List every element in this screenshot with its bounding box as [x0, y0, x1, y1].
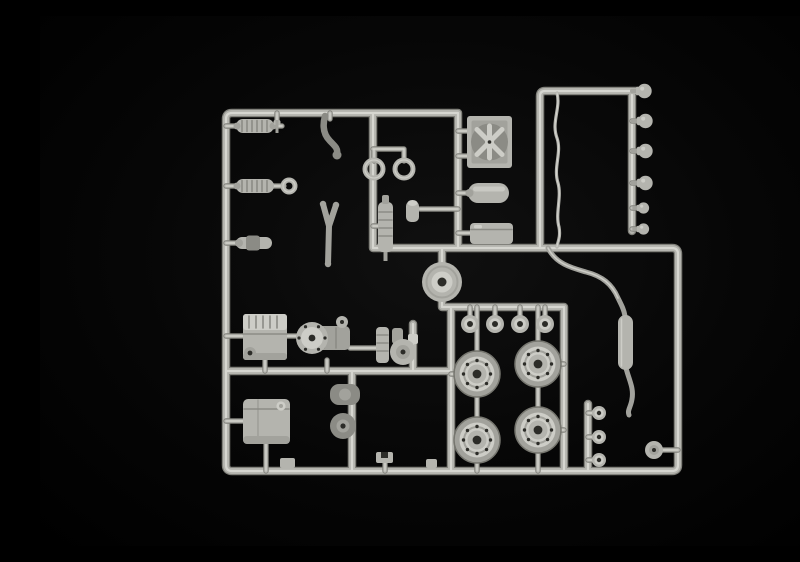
crank-lever [320, 112, 342, 160]
muffler [618, 315, 633, 370]
road-wheel-1 [453, 350, 501, 398]
axle-housing-lower [330, 413, 356, 439]
carburetor-assembly [376, 327, 418, 365]
drive-shaft [235, 235, 272, 251]
exhaust-pipe [545, 245, 635, 418]
battery-box [470, 223, 513, 244]
photo-page: { "image": { "type": "photograph", "subj… [0, 16, 800, 546]
gearbox [296, 316, 350, 354]
sprue-scene [40, 83, 800, 546]
radiator [467, 116, 512, 168]
small-pulley-3 [511, 315, 529, 333]
sprue-photo [40, 16, 800, 546]
spare-disc [645, 441, 663, 459]
hub-cap-1 [592, 406, 606, 420]
road-wheel-2 [514, 340, 562, 388]
coil-spring-middle [233, 179, 274, 193]
bracket-part-2 [376, 452, 393, 463]
hub-cap-2 [592, 430, 606, 444]
small-pulley-4 [536, 315, 554, 333]
pin-part [273, 120, 281, 133]
pulley-wheel [422, 262, 462, 302]
canister [406, 200, 419, 222]
small-pulley-1 [461, 315, 479, 333]
bracket-part-1 [280, 458, 295, 468]
fuel-line [553, 91, 562, 249]
road-wheel-3 [453, 416, 501, 464]
hub-cap-3 [592, 453, 606, 467]
oil-cooler [465, 183, 509, 203]
axle-housing-upper [330, 384, 360, 405]
coil-spring-upper [233, 119, 277, 133]
suspension-arm [319, 200, 340, 268]
fuel-tank [243, 399, 290, 444]
eye-ring [280, 177, 298, 195]
engine-block [242, 314, 288, 360]
ring-clamp-1 [362, 157, 386, 181]
bracket-part-3 [426, 459, 437, 468]
pump-cylinder [378, 195, 393, 261]
small-pulley-2 [486, 315, 504, 333]
road-wheel-4 [514, 406, 562, 454]
ring-clamp-2 [392, 157, 416, 181]
